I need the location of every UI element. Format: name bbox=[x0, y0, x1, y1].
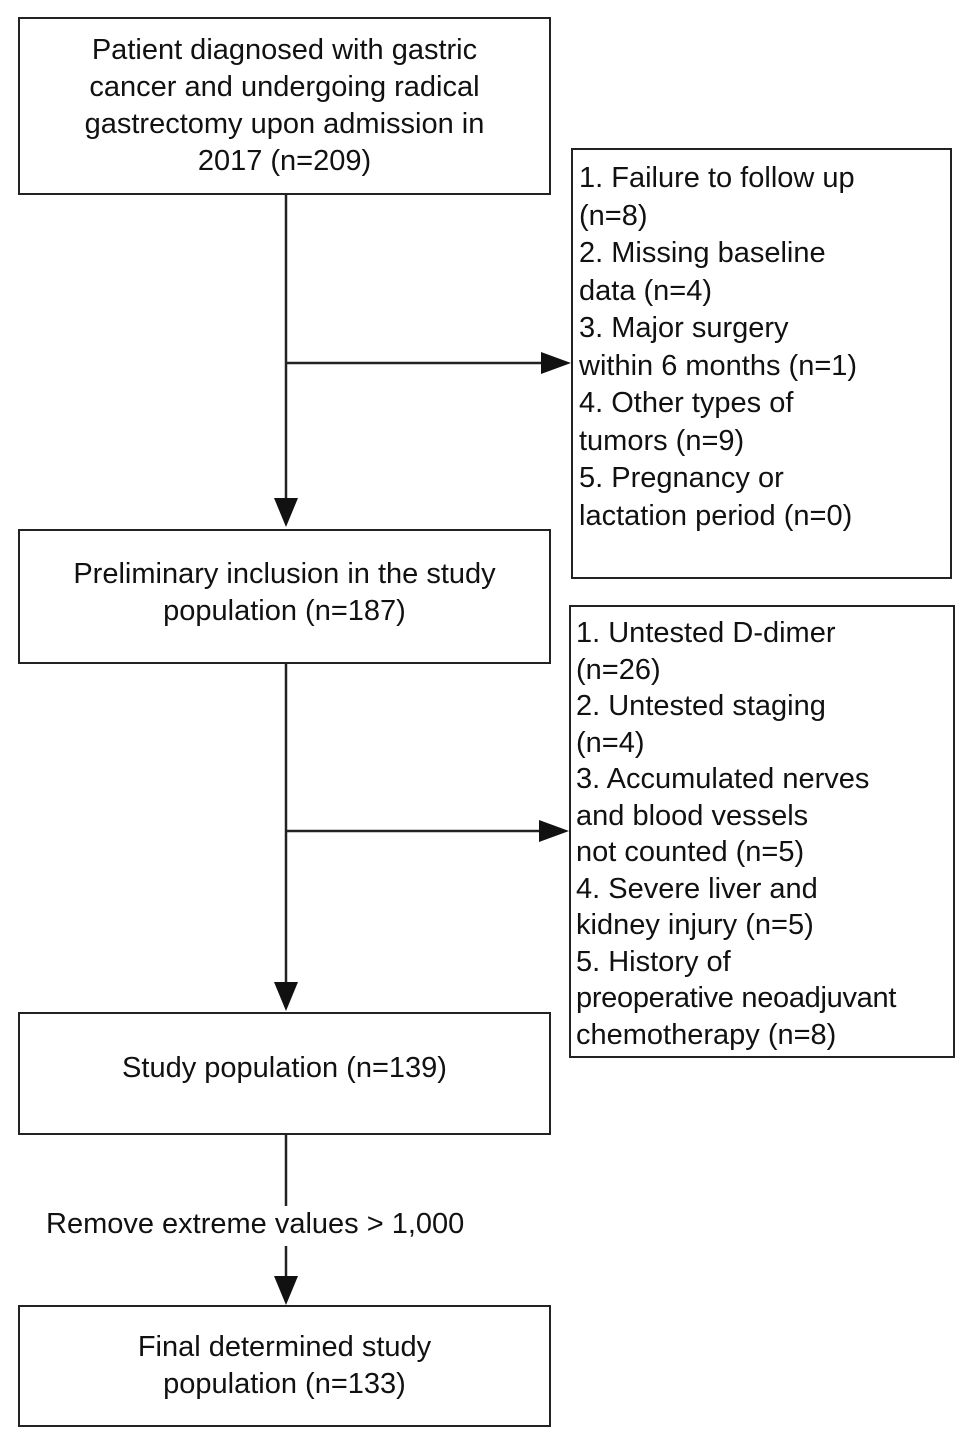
exclusion-line: 3. Major surgery bbox=[579, 312, 789, 344]
exclusion-line: (n=4) bbox=[576, 726, 645, 759]
exclusion-line: and blood vessels bbox=[576, 799, 809, 832]
exclusion-line: 2. Untested staging bbox=[576, 690, 826, 722]
arrowhead-to-study bbox=[274, 982, 298, 1011]
exclusion-line: 3. Accumulated nerves bbox=[576, 763, 870, 795]
arrowhead-to-exclusions-2 bbox=[539, 820, 569, 842]
exclusion-line: 4. Severe liver and bbox=[576, 872, 818, 905]
node-preliminary-text: Preliminary inclusion in the study popul… bbox=[73, 556, 495, 630]
exclusions-box-1: 1. Failure to follow up (n=8) 2. Missing… bbox=[571, 148, 952, 579]
exclusion-line: data (n=4) bbox=[579, 274, 713, 307]
node-preliminary: Preliminary inclusion in the study popul… bbox=[18, 529, 551, 664]
exclusion-line: within 6 months (n=1) bbox=[579, 349, 858, 382]
exclusion-line: 5. Pregnancy or bbox=[579, 462, 784, 494]
exclusion-line: 2. Missing baseline bbox=[579, 237, 826, 269]
exclusion-line: tumors (n=9) bbox=[579, 424, 745, 457]
node-admission-text: Patient diagnosed with gastric cancer an… bbox=[85, 32, 485, 180]
exclusion-line: lactation period (n=0) bbox=[579, 499, 853, 532]
node-final-line: population (n=133) bbox=[163, 1368, 406, 1400]
exclusion-line: 4. Other types of bbox=[579, 387, 794, 419]
node-study-line: Study population (n=139) bbox=[122, 1052, 447, 1084]
exclusion-line: 5. History of bbox=[576, 945, 731, 978]
exclusion-line: chemotherapy (n=8) bbox=[576, 1018, 837, 1051]
node-study: Study population (n=139) bbox=[18, 1012, 551, 1135]
exclusion-line: kidney injury (n=5) bbox=[576, 909, 814, 941]
arrowhead-to-final bbox=[274, 1276, 298, 1305]
exclusion-line: (n=8) bbox=[579, 199, 648, 232]
exclusion-line: not counted (n=5) bbox=[576, 836, 805, 868]
node-final: Final determined study population (n=133… bbox=[18, 1305, 551, 1427]
arrowhead-to-exclusions-1 bbox=[541, 352, 571, 374]
exclusions-box-2: 1. Untested D-dimer (n=26) 2. Untested s… bbox=[569, 605, 955, 1058]
node-admission: Patient diagnosed with gastric cancer an… bbox=[18, 17, 551, 195]
node-admission-line: 2017 (n=209) bbox=[197, 145, 372, 177]
node-study-text: Study population (n=139) bbox=[122, 1050, 447, 1087]
exclusion-line: 1. Untested D-dimer bbox=[576, 617, 836, 649]
exclusion-line: preoperative neoadjuvant bbox=[576, 982, 897, 1014]
edge-label-remove-extremes: Remove extreme values > 1,000 bbox=[46, 1208, 465, 1240]
node-admission-line: Patient diagnosed with gastric bbox=[91, 34, 478, 66]
node-preliminary-line: Preliminary inclusion in the study bbox=[73, 557, 496, 590]
exclusion-line: (n=26) bbox=[576, 653, 661, 686]
node-final-line: Final determined study bbox=[137, 1331, 432, 1363]
arrowhead-to-preliminary bbox=[274, 498, 298, 527]
exclusion-line: 1. Failure to follow up bbox=[579, 162, 855, 194]
node-admission-line: cancer and undergoing radical bbox=[89, 71, 480, 103]
node-admission-line: gastrectomy upon admission in bbox=[84, 108, 485, 140]
node-final-text: Final determined study population (n=133… bbox=[138, 1329, 431, 1403]
node-preliminary-line: population (n=187) bbox=[163, 594, 406, 627]
